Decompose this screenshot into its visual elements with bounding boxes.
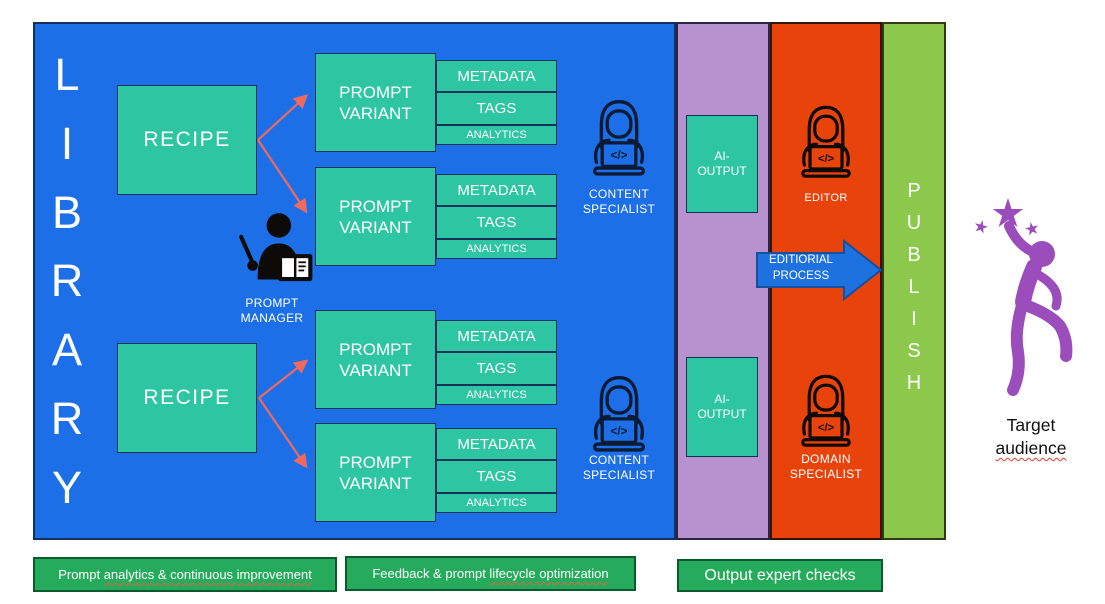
tags-box: TAGS	[436, 352, 557, 385]
metadata-box: METADATA	[436, 174, 557, 206]
publish-letter: U	[906, 212, 922, 234]
note-output-expert-checks: Output expert checks	[677, 559, 883, 592]
recipe-box-2: RECIPE	[117, 343, 257, 453]
note-underlined-text: lifecycle optimization	[489, 566, 609, 581]
publish-letter: S	[907, 340, 921, 362]
analytics-box: ANALYTICS	[436, 385, 557, 405]
svg-text:</>: </>	[818, 153, 835, 165]
prompt-manager-icon	[239, 213, 313, 282]
variant-meta-stack-2: METADATA TAGS ANALYTICS	[436, 174, 557, 259]
target-audience-label: Target audience	[973, 414, 1089, 460]
variant-meta-stack-4: METADATA TAGS ANALYTICS	[436, 428, 557, 513]
content-specialist-icon: </>	[592, 100, 646, 176]
analytics-box: ANALYTICS	[436, 125, 557, 145]
person-reaching-stars-icon	[975, 198, 1073, 396]
publish-letter: H	[906, 372, 922, 394]
publish-letter: I	[911, 308, 917, 330]
recipe-box-1: RECIPE	[117, 85, 257, 195]
recipe-label: RECIPE	[143, 386, 231, 409]
library-letter: A	[51, 324, 82, 376]
note-feedback-lifecycle: Feedback & prompt lifecycle optimization	[345, 556, 636, 591]
library-letter: R	[50, 255, 84, 307]
publish-letter: P	[907, 180, 921, 202]
variant-meta-stack-3: METADATA TAGS ANALYTICS	[436, 320, 557, 405]
metadata-box: METADATA	[436, 60, 557, 92]
publish-letter: B	[907, 244, 921, 266]
library-letter: R	[50, 393, 84, 445]
publish-column	[882, 22, 946, 540]
ai-output-label: AI-OUTPUT	[697, 149, 747, 178]
library-vertical-title: L I B R A R Y	[36, 52, 98, 510]
note-text: Output expert checks	[704, 566, 856, 584]
note-underlined-text: analytics & continuous improvement	[103, 567, 312, 582]
content-specialist-icon: </>	[592, 376, 646, 452]
audience-line-2: audience	[995, 438, 1067, 458]
note-text: Feedback & prompt	[372, 566, 490, 581]
editor-icon: </>	[801, 105, 851, 178]
ai-output-box-2: AI-OUTPUT	[686, 357, 758, 457]
library-letter: B	[51, 186, 82, 238]
metadata-box: METADATA	[436, 428, 557, 460]
editor-label: EDITOR	[804, 192, 848, 204]
publish-vertical-title: P U B L I S H	[882, 181, 946, 393]
analytics-box: ANALYTICS	[436, 493, 557, 513]
ai-output-box-1: AI-OUTPUT	[686, 115, 758, 213]
tags-box: TAGS	[436, 92, 557, 125]
svg-text:</>: </>	[818, 422, 835, 434]
editorial-process-arrow	[756, 239, 883, 301]
domain-specialist-icon: </>	[801, 374, 851, 447]
tags-box: TAGS	[436, 206, 557, 239]
note-text: Prompt	[58, 567, 104, 582]
analytics-box: ANALYTICS	[436, 239, 557, 259]
library-letter: I	[60, 117, 74, 169]
svg-text:</>: </>	[611, 425, 628, 438]
variant-meta-stack-1: METADATA TAGS ANALYTICS	[436, 60, 557, 145]
publish-letter: L	[908, 276, 920, 298]
note-prompt-analytics: Prompt analytics & continuous improvemen…	[33, 557, 337, 592]
recipe-label: RECIPE	[143, 128, 231, 151]
tags-box: TAGS	[436, 460, 557, 493]
library-letter: L	[54, 49, 80, 100]
audience-line-1: Target	[1006, 415, 1056, 435]
library-letter: Y	[51, 461, 82, 513]
ai-output-label: AI-OUTPUT	[697, 392, 747, 421]
metadata-box: METADATA	[436, 320, 557, 352]
svg-text:</>: </>	[611, 149, 628, 162]
